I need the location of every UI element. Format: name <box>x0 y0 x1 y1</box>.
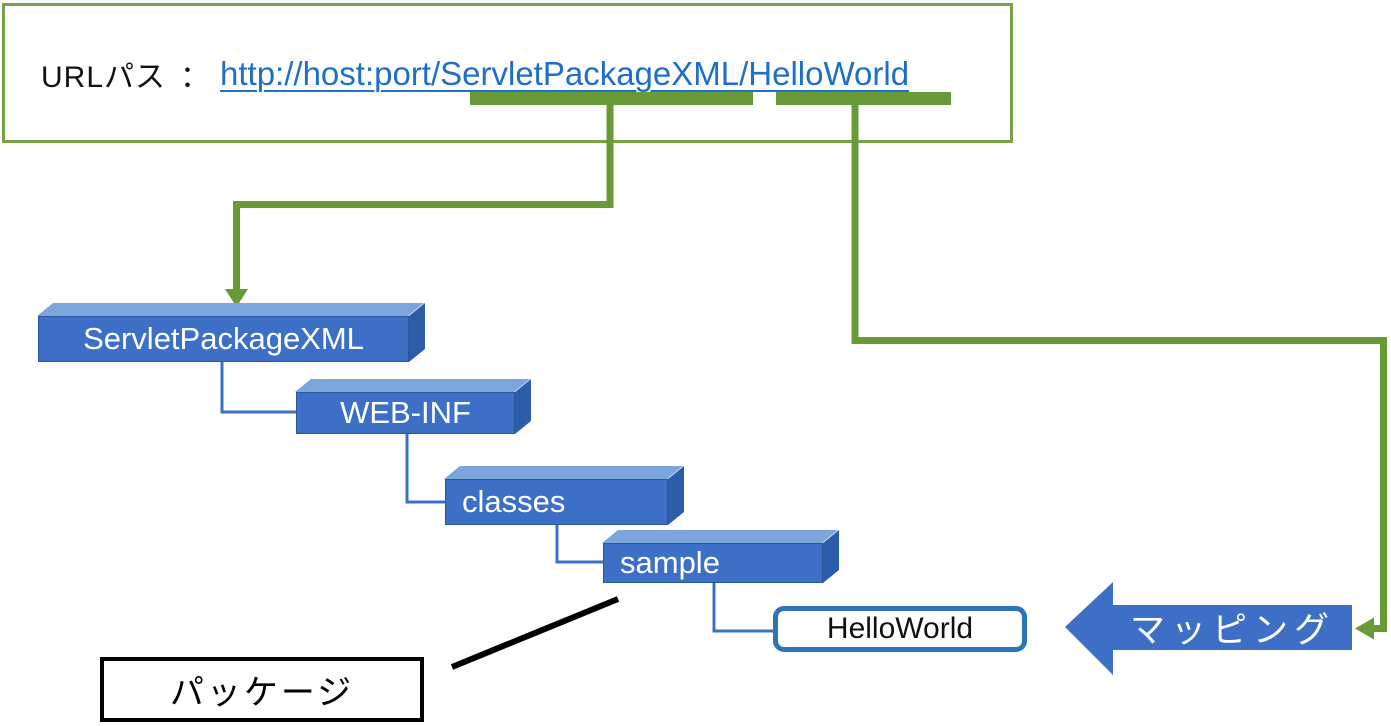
cube-side-face <box>668 466 684 525</box>
context-path-highlight-bar <box>470 92 753 105</box>
mapping-arrow-label: マッピング <box>1129 611 1335 650</box>
folder-cube-sample: sample <box>603 543 823 583</box>
folder-label: classes <box>445 479 668 525</box>
package-pointer-line <box>450 596 620 670</box>
package-callout-label: パッケージ <box>169 674 355 712</box>
cube-side-face <box>823 530 839 583</box>
url-line: URLパス ： http://host:port/ServletPackageX… <box>41 50 909 98</box>
cube-side-face <box>515 379 531 434</box>
url-panel: URLパス ： http://host:port/ServletPackageX… <box>2 3 1013 143</box>
cube-top-face <box>295 379 530 392</box>
folder-cube-classes: classes <box>445 479 668 525</box>
cube-top-face <box>444 466 683 479</box>
connector-webinf-to-classes <box>405 434 445 504</box>
folder-cube-servletpackagexml: ServletPackageXML <box>38 316 409 362</box>
url-path-label: URLパス <box>41 61 167 94</box>
servlet-name-elbow-arrow <box>851 105 1387 632</box>
cube-top-face <box>37 303 424 316</box>
folder-cube-web-inf: WEB-INF <box>296 392 515 434</box>
folder-label: sample <box>603 543 823 583</box>
servlet-name-highlight-bar <box>776 92 951 105</box>
package-callout-box: パッケージ <box>100 657 424 722</box>
folder-label: ServletPackageXML <box>38 316 409 362</box>
servlet-class-label: HelloWorld <box>826 612 974 645</box>
cube-top-face <box>602 530 838 543</box>
folder-label: WEB-INF <box>296 392 515 434</box>
servlet-class-box: HelloWorld <box>773 606 1027 652</box>
servlet-name-arrowhead-icon <box>1355 617 1374 640</box>
url-link[interactable]: http://host:port/ServletPackageXML/Hello… <box>220 55 910 92</box>
connector-spx-to-webinf <box>220 362 296 414</box>
url-path-separator: ： <box>180 61 211 94</box>
connector-classes-to-sample <box>555 525 603 564</box>
connector-sample-to-helloworld <box>712 583 773 633</box>
cube-side-face <box>409 303 425 362</box>
